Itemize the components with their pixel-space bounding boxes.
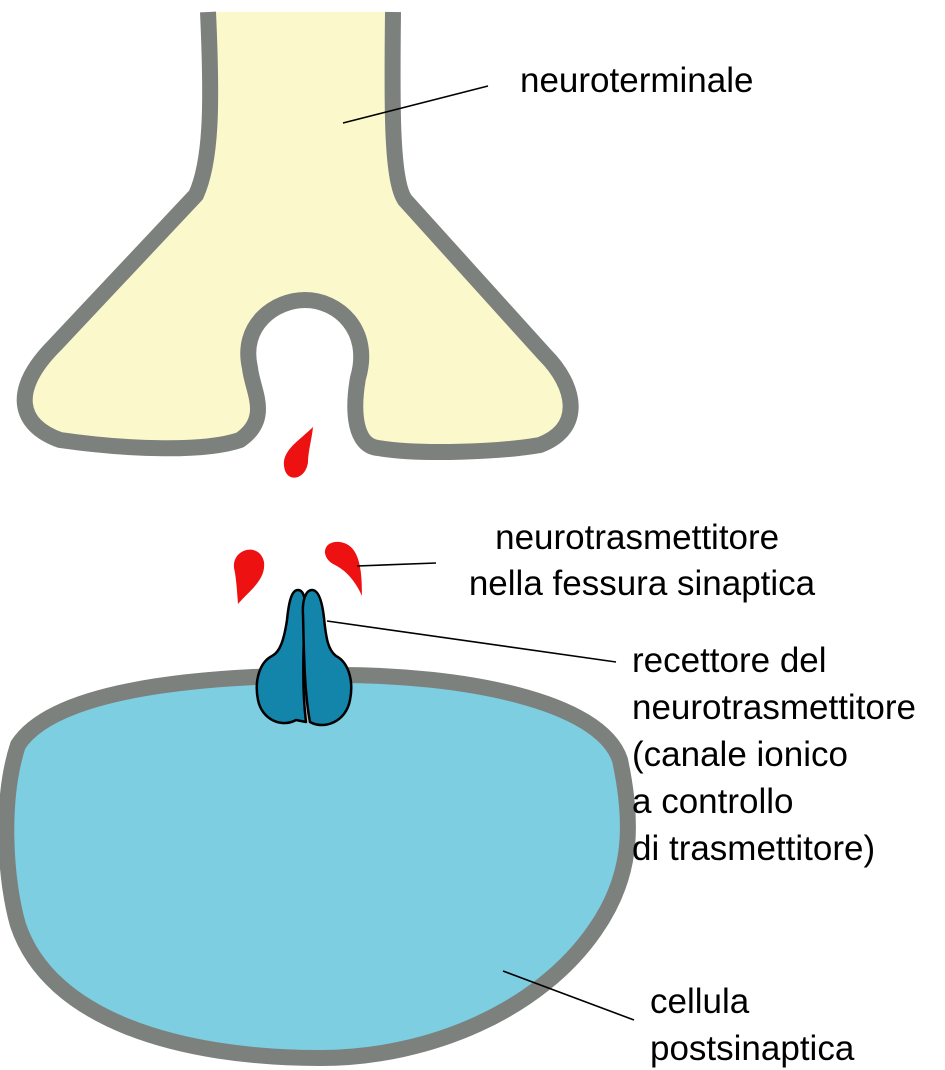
receptor-label-line: di trasmettitore)	[632, 829, 875, 868]
neurotransmitter-leader-line	[357, 563, 436, 566]
neurotransmitter-molecule	[325, 542, 362, 596]
receptor-subunit-right	[303, 590, 351, 725]
receptor-ion-channel	[257, 590, 351, 725]
receptor-subunit-left	[257, 590, 306, 723]
postsynaptic-cell-label-line: postsinaptica	[650, 1029, 855, 1068]
postsynaptic-cell-label: cellula postsinaptica	[650, 982, 855, 1068]
postsynaptic-cell	[6, 675, 628, 1058]
postsynaptic-cell-label-line: cellula	[650, 982, 750, 1021]
receptor-label-line: (canale ionico	[632, 735, 848, 774]
receptor-label: recettore del neurotrasmettitore (canale…	[632, 641, 926, 868]
receptor-label-line: a controllo	[632, 782, 793, 821]
neuroterminal-label: neuroterminale	[520, 61, 753, 100]
neurotransmitter-label: neurotrasmettitore nella fessura sinapti…	[469, 518, 816, 603]
receptor-label-line: recettore del	[632, 641, 827, 680]
neurotransmitter-molecule	[284, 427, 313, 478]
neurotransmitter-label-line: neurotrasmettitore	[495, 518, 779, 557]
receptor-label-line: neurotrasmettitore	[632, 688, 916, 727]
neurotransmitter-label-line: nella fessura sinaptica	[469, 564, 816, 603]
receptor-leader-line	[327, 621, 616, 662]
neurotransmitter-molecule	[234, 550, 264, 604]
presynaptic-neuroterminal	[25, 12, 571, 452]
